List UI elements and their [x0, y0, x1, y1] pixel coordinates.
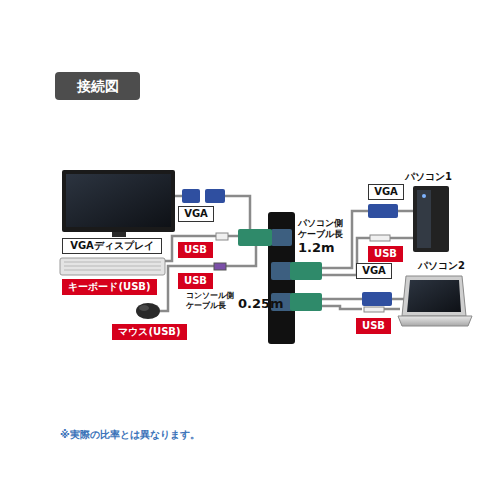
- tag-text: USB: [184, 275, 207, 287]
- tag-text: USB: [362, 320, 385, 332]
- usb-tag: USB: [368, 246, 403, 262]
- title-text: 接続図: [77, 77, 119, 95]
- text-label: パソコン2: [418, 259, 465, 272]
- tag-text: VGA: [374, 186, 398, 198]
- vga-plug: [362, 292, 392, 306]
- mouse-figure: [136, 303, 160, 319]
- tag-text: VGAディスプレイ: [70, 240, 154, 252]
- caption-note: ※実際の比率とは異なります。: [60, 428, 200, 441]
- text-label: パソコン側 ケーブル長: [298, 218, 346, 240]
- keyboard-body: [60, 258, 165, 275]
- vga-plug: [182, 189, 200, 203]
- usb-tag: キーボード(USB): [62, 279, 157, 295]
- switch-port: [271, 229, 292, 246]
- vga-plug: [368, 204, 398, 218]
- port-tag: VGA: [368, 184, 404, 200]
- text-label: 1.2m: [298, 240, 335, 256]
- laptop-lid: [402, 276, 466, 316]
- usb-plug: [214, 263, 226, 270]
- vga-cable: [175, 195, 182, 198]
- vga-plug: [205, 189, 225, 203]
- title-box: 接続図: [55, 72, 140, 100]
- monitor-figure: [62, 170, 175, 237]
- text-label: パソコン1: [405, 170, 452, 183]
- text-label: コンソール側 ケーブル長: [186, 291, 238, 311]
- port-tag: VGA: [178, 206, 214, 222]
- vga-cable: [398, 210, 413, 213]
- vga-cable: [392, 298, 404, 301]
- keyboard-figure: [60, 258, 165, 275]
- monitor-bezel: [62, 170, 175, 232]
- tag-text: キーボード(USB): [68, 281, 150, 293]
- usb-plug: [216, 233, 228, 240]
- mouse-highlight: [139, 305, 149, 311]
- usb-cable: [226, 246, 256, 266]
- mouse-body: [136, 303, 160, 319]
- usb-cable: [322, 306, 362, 309]
- tower-pc-figure: [413, 186, 449, 252]
- keyboard-keys: [64, 262, 161, 270]
- text-label: 0.25m: [238, 296, 284, 312]
- usb-plug: [370, 235, 390, 241]
- monitor-neck: [112, 232, 126, 237]
- usb-tag: USB: [178, 273, 213, 289]
- laptop-figure: [398, 276, 472, 326]
- monitor-screen: [66, 174, 171, 227]
- tag-text: VGA: [362, 265, 386, 277]
- port-tag: VGAディスプレイ: [62, 238, 162, 254]
- vga-cable: [225, 196, 250, 230]
- tower-front: [417, 190, 431, 248]
- usb-cable: [384, 308, 400, 311]
- tag-text: マウス(USB): [118, 326, 180, 338]
- usb-tag: マウス(USB): [112, 324, 187, 340]
- tower-body: [413, 186, 449, 252]
- laptop-screen: [407, 280, 461, 312]
- port-tag: VGA: [356, 263, 392, 279]
- console-connector: [238, 229, 272, 246]
- tag-text: VGA: [184, 208, 208, 220]
- power-led: [422, 194, 426, 198]
- usb-tag: USB: [356, 318, 391, 334]
- tag-text: USB: [184, 244, 207, 256]
- switch-port: [271, 262, 292, 280]
- laptop-base: [398, 316, 472, 326]
- usb-cable: [390, 237, 413, 240]
- pc-connector: [290, 262, 322, 280]
- tag-text: USB: [374, 248, 397, 260]
- vga-cable: [322, 298, 362, 301]
- usb-tag: USB: [178, 242, 213, 258]
- keyboard-cable: [165, 236, 216, 261]
- usb-plug: [364, 307, 384, 312]
- console-cables: [160, 196, 256, 311]
- pc-connector: [290, 293, 322, 311]
